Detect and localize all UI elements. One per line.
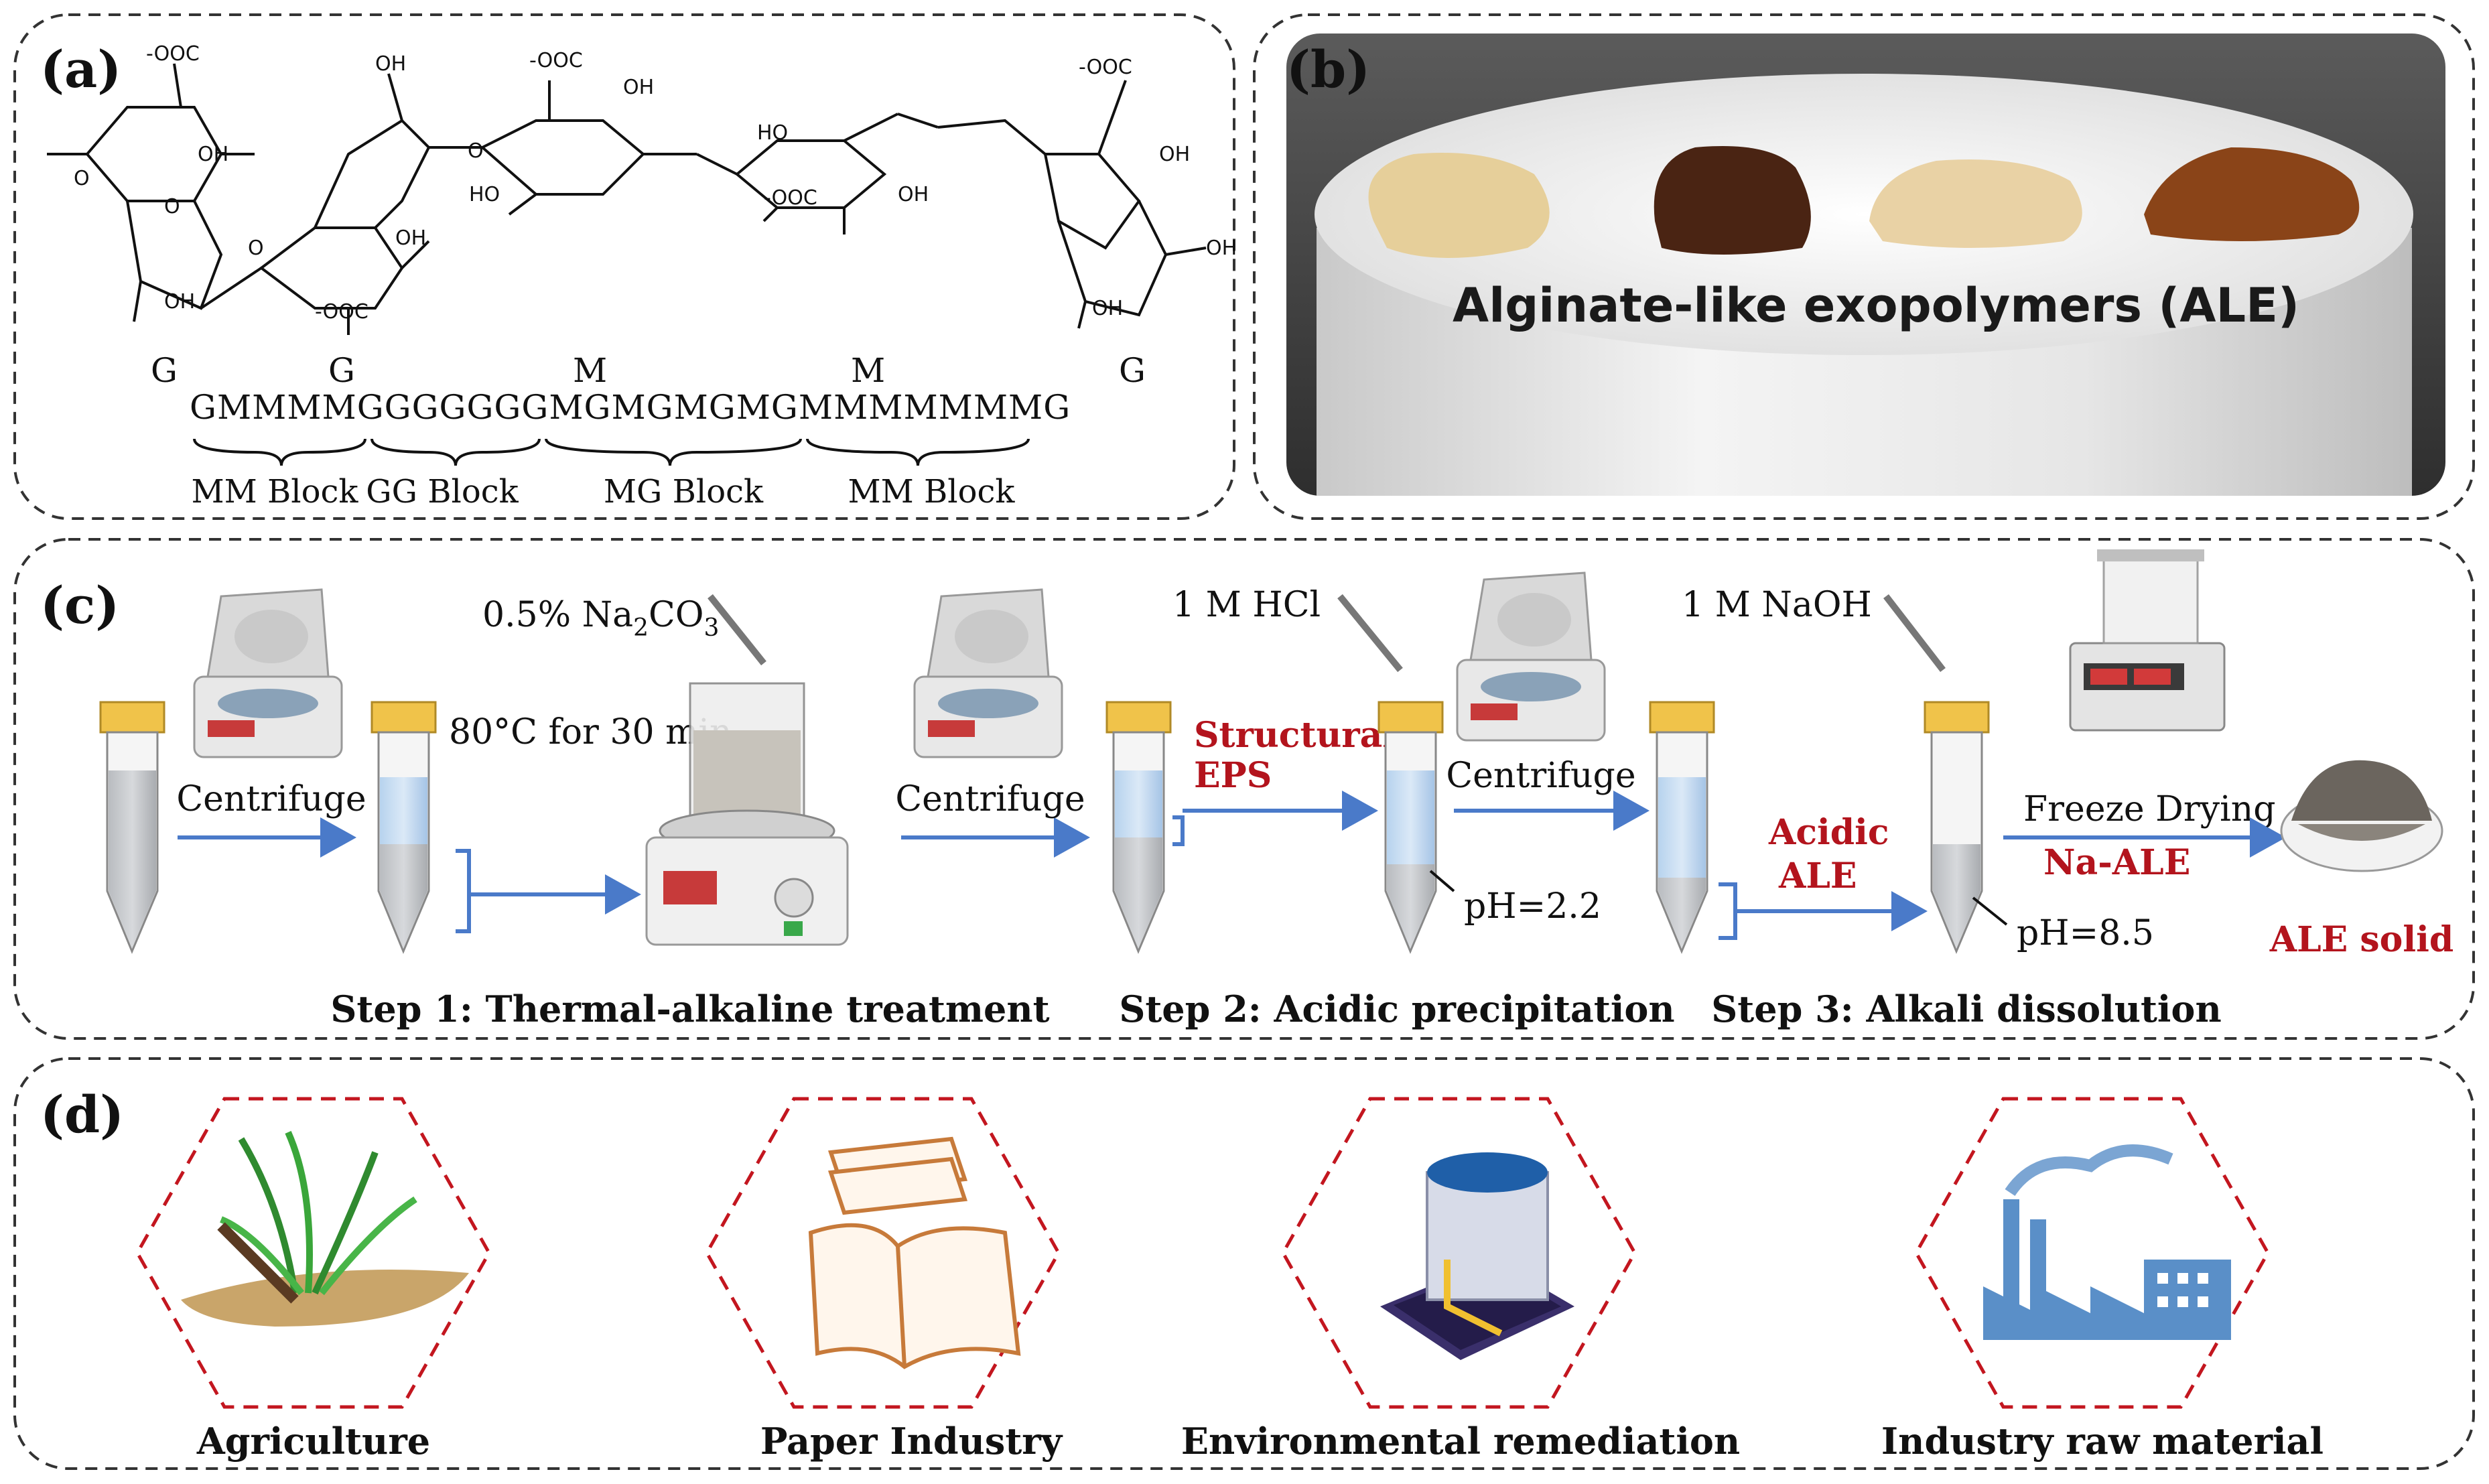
reagent-1-label: 0.5% Na2CO3: [482, 595, 719, 642]
chem-o-2: O: [164, 195, 180, 218]
step-2-label: Step 2: Acidic precipitation: [1119, 988, 1674, 1030]
panel-c: (c) Centrifuge 80°C for 30 min 0.5%: [13, 538, 2475, 1040]
tube-1: [99, 701, 165, 954]
chem-oh-6: OH: [898, 183, 929, 206]
block-label-mm-1: MM Block: [191, 473, 358, 511]
alginate-structure: -OOC OH O O OH O OH OH -OOC O -OOC OH HO…: [47, 42, 1237, 335]
ph-label-2: pH=8.5: [2017, 913, 2154, 953]
centrifuge-label-3: Centrifuge: [1446, 756, 1635, 796]
hexagon-environmental: [1281, 1097, 1637, 1409]
chem-oh-8: OH: [1206, 237, 1237, 260]
panel-b-caption: Alginate-like exopolymers (ALE): [1453, 278, 2299, 333]
acidic-label: Acidic: [1768, 812, 1889, 853]
hexagon-agriculture: [135, 1097, 491, 1409]
tube-6: [1924, 701, 1990, 954]
ale-sample-2: [1654, 146, 1811, 255]
panel-b-border: [1253, 13, 2475, 520]
freeze-dryer: [2069, 549, 2226, 732]
seq-marker-1: G: [151, 351, 178, 390]
chem-o-3: O: [248, 237, 264, 260]
block-label-gg: GG Block: [366, 473, 519, 511]
chem-oh-5: OH: [623, 76, 654, 99]
chem-ho-2: HO: [757, 121, 788, 145]
chem-coo-3: -OOC: [529, 49, 583, 72]
panel-a-border: [13, 13, 1235, 520]
syringe-3: [1883, 594, 1946, 673]
ale-sample-3: [1869, 159, 2082, 248]
industry-raw-material-icon: [1983, 1144, 2231, 1340]
panel-b-label: (b): [1286, 40, 1370, 99]
chem-oh-2: OH: [164, 290, 195, 314]
panel-a: (a): [13, 13, 1237, 520]
panel-b: (b) Alginate-like exopolymers (ALE): [1253, 13, 2475, 520]
panel-a-label: (a): [40, 40, 121, 99]
agriculture-icon: [181, 1130, 469, 1327]
syringe-2: [1337, 594, 1403, 673]
chem-oh-7: OH: [1159, 143, 1190, 166]
eps-label: EPS: [1194, 755, 1272, 796]
tube-3: [1105, 701, 1172, 954]
ale-solid-bowl: [2280, 760, 2443, 872]
chem-oh-9: OH: [1092, 297, 1123, 320]
hexagon-industry: [1914, 1097, 2270, 1409]
centrifuge-1: [193, 588, 343, 758]
seq-marker-5: G: [1119, 351, 1146, 390]
application-industry: Industry raw material: [1881, 1420, 2324, 1463]
seq-marker-3: M: [573, 351, 608, 390]
block-label-mm-2: MM Block: [848, 473, 1015, 511]
centrifuge-label-1: Centrifuge: [176, 779, 366, 819]
application-agriculture: Agriculture: [196, 1420, 430, 1463]
structural-label: Structural: [1194, 715, 1396, 756]
cylinder-top: [1315, 74, 2413, 355]
application-environmental: Environmental remediation: [1181, 1420, 1740, 1463]
chem-coo-2: -OOC: [315, 300, 368, 324]
freeze-drying-label: Freeze Drying: [2023, 789, 2276, 829]
ale-sample-1: [1368, 153, 1550, 258]
seq-marker-2: G: [328, 351, 356, 390]
chem-coo-5: -OOC: [1079, 56, 1132, 79]
sequence: GMMMMGGGGGGGMGMGMGMGMMMMMMMG: [190, 388, 1071, 427]
chem-coo-1: -OOC: [146, 42, 200, 66]
step-1-label: Step 1: Thermal-alkaline treatment: [330, 988, 1049, 1030]
tube-5: [1649, 701, 1715, 954]
hotplate-stirrer: [645, 682, 849, 946]
chem-coo-4: -OOC: [764, 186, 817, 210]
reagent-2-label: 1 M HCl: [1172, 585, 1321, 625]
hexagon-paper: [705, 1097, 1061, 1409]
syringe-1: [708, 594, 766, 666]
chem-ho-1: HO: [469, 183, 500, 206]
centrifuge-2: [913, 588, 1063, 758]
na-ale-label: Na-ALE: [2043, 842, 2190, 883]
block-label-mg: MG Block: [604, 473, 764, 511]
panel-d-label: (d): [40, 1085, 124, 1144]
environmental-remediation-icon: [1380, 1152, 1574, 1360]
panel-c-label: (c): [40, 576, 119, 635]
chem-oh-3: OH: [375, 52, 406, 76]
heating-label: 80°C for 30 min: [449, 712, 732, 752]
step-3-label: Step 3: Alkali dissolution: [1711, 988, 2221, 1030]
ph-label-1: pH=2.2: [1464, 886, 1601, 927]
reagent-3-label: 1 M NaOH: [1682, 585, 1872, 625]
chem-o-4: O: [468, 139, 484, 163]
chem-o-1: O: [74, 167, 90, 190]
ale-label: ALE: [1778, 856, 1857, 896]
tube-2: [371, 701, 437, 954]
seq-marker-4: M: [851, 351, 886, 390]
panel-d: (d) Agriculture Paper Industry: [13, 1057, 2475, 1470]
tube-4: [1377, 701, 1444, 954]
chem-oh-4: OH: [395, 226, 426, 250]
centrifuge-3: [1456, 571, 1606, 742]
centrifuge-label-2: Centrifuge: [895, 779, 1085, 819]
application-paper: Paper Industry: [760, 1420, 1063, 1463]
chem-oh-1: OH: [198, 143, 228, 166]
ale-sample-4: [2144, 147, 2360, 241]
ale-solid-label: ALE solid: [2269, 919, 2453, 960]
panel-d-border: [13, 1057, 2475, 1470]
paper-industry-icon: [808, 1136, 1021, 1369]
panel-c-border: [13, 538, 2475, 1040]
